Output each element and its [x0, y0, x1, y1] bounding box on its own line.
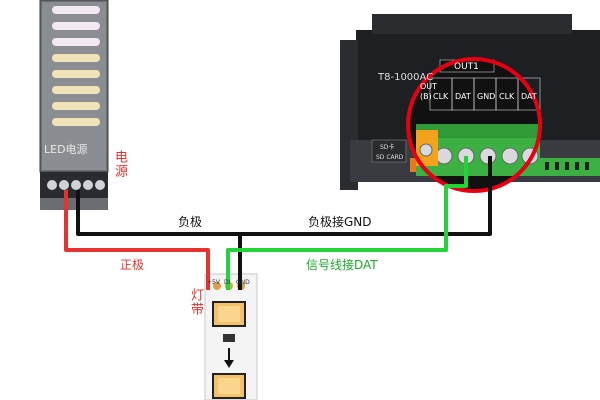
- power-label: 电源: [112, 150, 127, 178]
- negative-gnd-label: 负极接GND: [308, 215, 372, 229]
- strip-label: 灯带: [188, 288, 203, 316]
- signal-label: 信号线接DAT: [306, 258, 378, 272]
- terminal-gnd: GND: [477, 92, 496, 101]
- terminal-clk-1: CLK: [433, 92, 449, 101]
- positive-wire: [64, 190, 210, 290]
- strip-pad-di: DI: [224, 279, 231, 286]
- terminal-clk-2: CLK: [499, 92, 515, 101]
- power-supply: [39, 0, 109, 210]
- terminal-zoom: [406, 57, 542, 193]
- sd-label: SD卡: [380, 144, 395, 151]
- negative-label: 负极: [178, 215, 203, 229]
- out-label: OUT1: [454, 62, 479, 72]
- sd-card-label: SD CARD: [376, 154, 404, 161]
- controller-model: T8-1000AC: [378, 72, 434, 83]
- power-brand: LED电源: [44, 143, 88, 156]
- led-strip: [204, 273, 258, 400]
- strip-pad-gnd: GND: [236, 279, 250, 286]
- negative-wire: [76, 156, 492, 236]
- terminal-dat-1: DAT: [455, 92, 471, 101]
- wires: [64, 156, 492, 290]
- out-b-label: OUT (B): [420, 82, 438, 101]
- signal-wire: [226, 156, 468, 290]
- strip-pad-5v: +5V: [207, 279, 220, 286]
- positive-label: 正极: [120, 258, 145, 272]
- terminal-dat-2: DAT: [521, 92, 537, 101]
